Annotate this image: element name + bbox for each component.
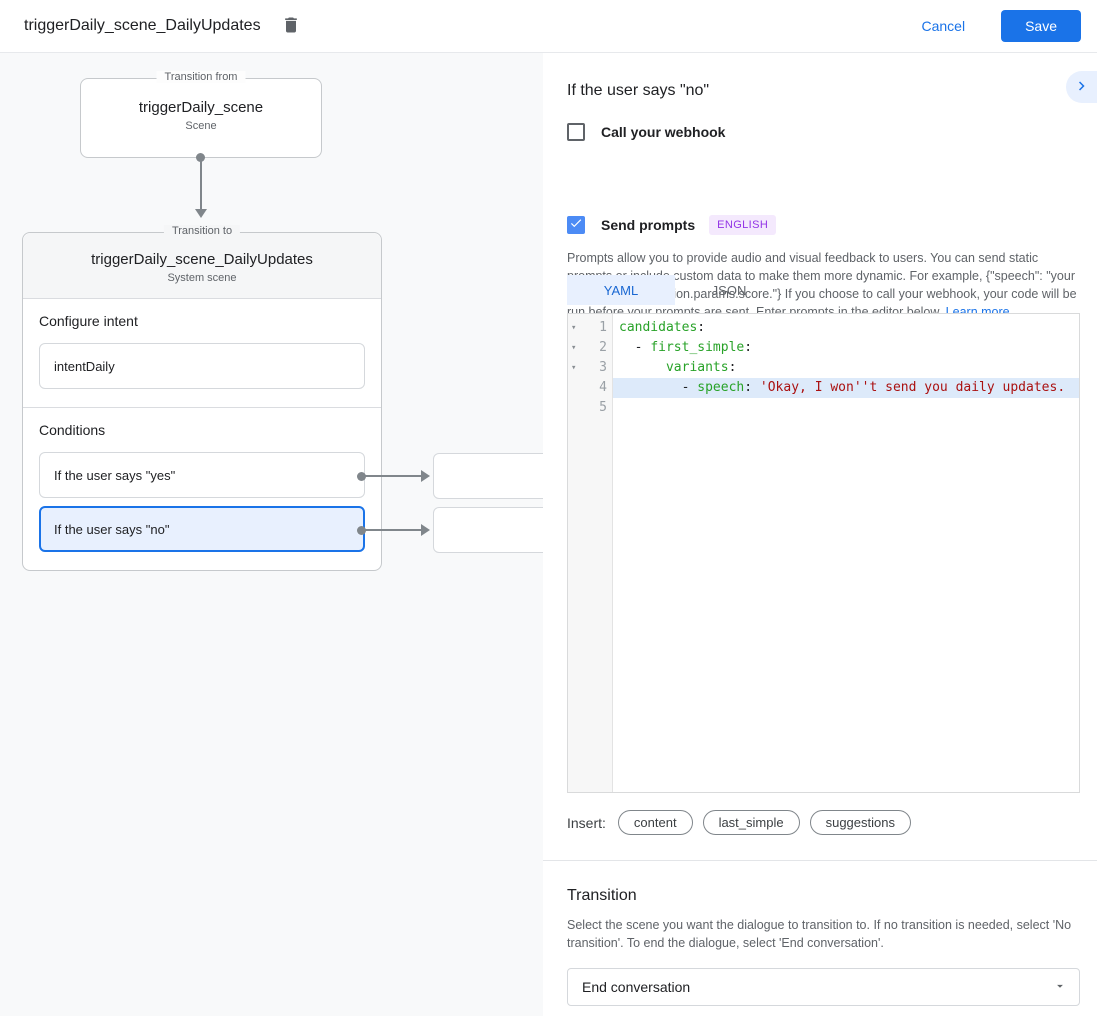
- chip-content[interactable]: content: [617, 810, 693, 835]
- line-number: 1: [599, 320, 607, 335]
- chevron-right-icon: [1073, 77, 1091, 98]
- transition-to-card: Transition to triggerDaily_scene_DailyUp…: [22, 225, 382, 571]
- code-line: candidates:: [613, 318, 1079, 338]
- chip-last-simple[interactable]: last_simple: [702, 810, 800, 835]
- transition-to-legend: Transition to: [163, 225, 241, 237]
- gutter-row: ▾1: [568, 318, 612, 338]
- gutter-row: 4: [568, 378, 612, 398]
- transition-from-legend: Transition from: [156, 71, 246, 83]
- code-plain: -: [619, 380, 698, 395]
- send-prompts-checkbox[interactable]: [567, 216, 585, 234]
- code-line: - first_simple:: [613, 338, 1079, 358]
- chip-suggestions[interactable]: suggestions: [809, 810, 911, 835]
- code-key: speech: [697, 380, 745, 395]
- section-divider: [543, 860, 1097, 861]
- code-string: 'Okay, I won''t send you daily updates.: [759, 380, 1066, 395]
- webhook-checkbox[interactable]: [567, 123, 585, 141]
- to-scene-subtitle: System scene: [167, 272, 237, 284]
- delete-scene-button[interactable]: [281, 15, 301, 38]
- call-webhook-row[interactable]: Call your webhook: [567, 123, 725, 141]
- editor-code-area[interactable]: candidates: - first_simple: variants: - …: [613, 314, 1079, 792]
- top-bar: triggerDaily_scene_DailyUpdates Cancel S…: [0, 0, 1097, 53]
- save-button[interactable]: Save: [1001, 10, 1081, 42]
- fold-arrow-icon[interactable]: ▾: [571, 323, 577, 333]
- code-plain: -: [619, 340, 651, 355]
- transition-dropdown-value: End conversation: [582, 979, 691, 995]
- condition-detail-panel: If the user says "no" Call your webhook …: [543, 53, 1097, 1016]
- configure-intent-section: Configure intent intentDaily: [23, 299, 381, 407]
- connector-dot: [196, 153, 205, 162]
- gutter-row: ▾3: [568, 358, 612, 378]
- send-prompts-label: Send prompts: [601, 217, 696, 233]
- code-plain: :: [744, 380, 760, 395]
- editor-tabs: YAML JSON: [567, 275, 783, 305]
- panel-heading: If the user says "no": [567, 82, 710, 99]
- send-prompts-row[interactable]: Send prompts ENGLISH: [567, 215, 777, 235]
- code-line-active: - speech: 'Okay, I won''t send you daily…: [613, 378, 1079, 398]
- condition-item-no[interactable]: If the user says "no": [39, 506, 365, 552]
- page-title: triggerDaily_scene_DailyUpdates: [24, 17, 261, 34]
- condition-yes-dot: [357, 472, 366, 481]
- code-line: variants:: [613, 358, 1079, 378]
- transition-heading: Transition: [567, 887, 637, 904]
- scene-graph-canvas: Transition from triggerDaily_scene Scene…: [0, 53, 543, 1016]
- transition-from-node[interactable]: Transition from triggerDaily_scene Scene: [80, 71, 322, 158]
- collapse-panel-button[interactable]: [1066, 71, 1097, 103]
- yaml-code-editor[interactable]: ▾1 ▾2 ▾3 4 5 candidates: - first_simple:…: [567, 313, 1080, 793]
- code-key: candidates: [619, 320, 698, 335]
- connector-line: [200, 161, 202, 209]
- to-scene-header: triggerDaily_scene_DailyUpdates System s…: [23, 233, 381, 299]
- line-number: 3: [599, 360, 607, 375]
- code-plain: :: [728, 360, 737, 375]
- from-scene-subtitle: Scene: [185, 120, 217, 132]
- cancel-button[interactable]: Cancel: [921, 18, 966, 34]
- to-scene-title: triggerDaily_scene_DailyUpdates: [91, 251, 313, 268]
- fold-arrow-icon[interactable]: ▾: [571, 343, 577, 353]
- editor-gutter: ▾1 ▾2 ▾3 4 5: [568, 314, 613, 792]
- condition-yes-arrowhead-icon: [421, 470, 430, 482]
- transition-description: Select the scene you want the dialogue t…: [567, 918, 1072, 950]
- webhook-label: Call your webhook: [601, 124, 726, 140]
- insert-row: Insert: content last_simple suggestions: [567, 810, 911, 835]
- line-number: 5: [599, 400, 607, 415]
- prompts-description: Prompts allow you to provide audio and v…: [567, 249, 1085, 321]
- code-line: [613, 398, 1079, 418]
- dropdown-caret-icon: [1053, 979, 1067, 996]
- gutter-row: 5: [568, 398, 612, 418]
- insert-label: Insert:: [567, 814, 606, 831]
- prompts-description-text: Prompts allow you to provide audio and v…: [567, 251, 1077, 319]
- conditions-label: Conditions: [39, 422, 106, 438]
- tab-json[interactable]: JSON: [675, 275, 783, 305]
- tab-yaml[interactable]: YAML: [567, 275, 675, 305]
- from-scene-title: triggerDaily_scene: [138, 99, 264, 116]
- condition-no-dot: [357, 526, 366, 535]
- conditions-section: Conditions If the user says "yes" If the…: [23, 407, 381, 570]
- transition-dropdown[interactable]: End conversation: [567, 968, 1080, 1006]
- trash-icon: [281, 15, 301, 38]
- check-icon: [569, 216, 583, 235]
- condition-no-arrowhead-icon: [421, 524, 430, 536]
- code-key: variants: [665, 360, 729, 375]
- connector-arrowhead-icon: [195, 209, 207, 218]
- code-plain: :: [744, 340, 753, 355]
- fold-arrow-icon[interactable]: ▾: [571, 363, 577, 373]
- configure-intent-label: Configure intent: [39, 313, 138, 329]
- condition-no-line: [364, 529, 421, 531]
- line-number: 4: [599, 380, 607, 395]
- code-plain: [619, 360, 666, 375]
- language-badge: ENGLISH: [709, 215, 777, 235]
- condition-yes-line: [364, 475, 421, 477]
- intent-field[interactable]: intentDaily: [39, 343, 365, 389]
- code-key: first_simple: [650, 340, 745, 355]
- gutter-row: ▾2: [568, 338, 612, 358]
- condition-yes-target-node[interactable]: [433, 453, 543, 499]
- condition-item-yes[interactable]: If the user says "yes": [39, 452, 365, 498]
- line-number: 2: [599, 340, 607, 355]
- condition-no-target-node[interactable]: [433, 507, 543, 553]
- code-plain: :: [697, 320, 706, 335]
